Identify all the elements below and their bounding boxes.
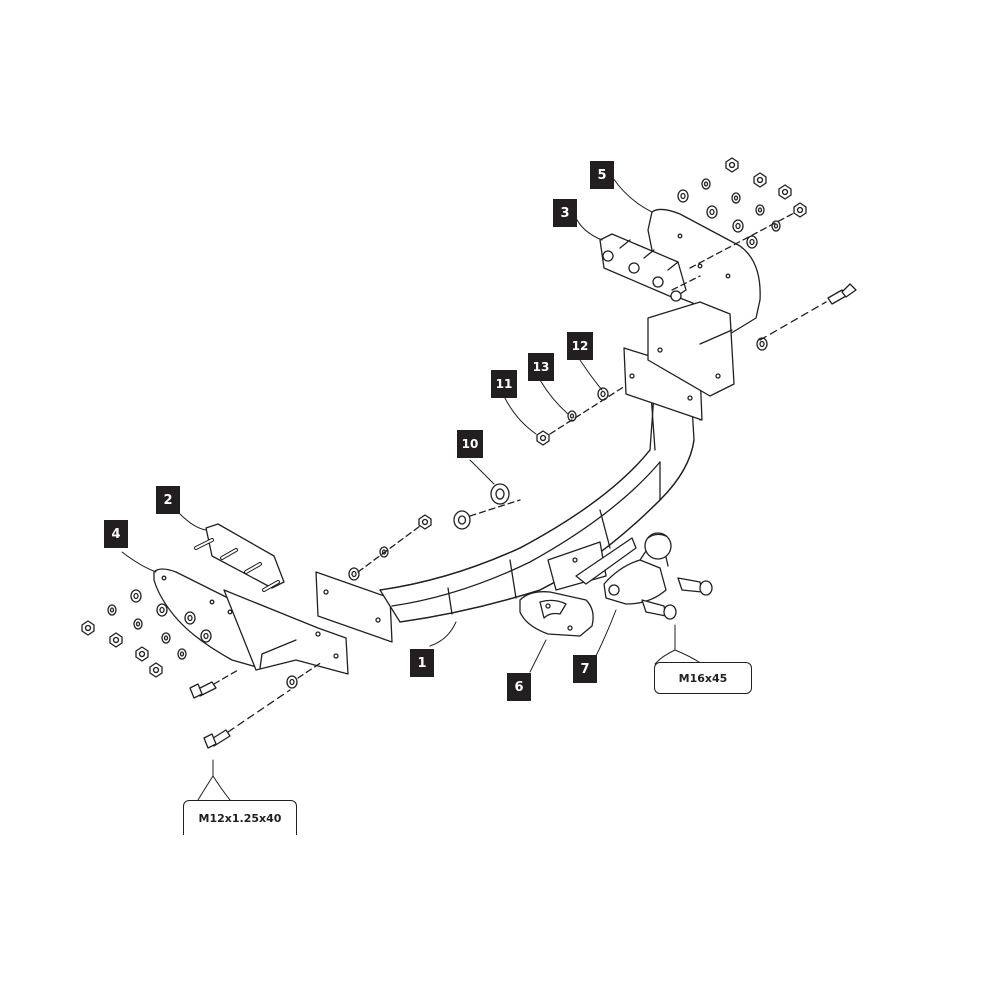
left-stud-plate bbox=[194, 523, 285, 592]
part-label-13: 13 bbox=[528, 353, 554, 381]
bolt bbox=[827, 283, 857, 305]
washer bbox=[706, 205, 718, 219]
nut-10b bbox=[453, 510, 471, 530]
part-label-12: 12 bbox=[567, 332, 593, 360]
washer bbox=[286, 675, 298, 689]
washer bbox=[348, 567, 360, 581]
spring-washer-13 bbox=[567, 410, 577, 422]
washer bbox=[161, 632, 171, 644]
part-label-4: 4 bbox=[104, 520, 128, 548]
spec-callout-m12x1-25x40: M12x1.25x40 bbox=[183, 800, 297, 835]
tow-ball bbox=[603, 532, 713, 620]
part-label-3: 3 bbox=[553, 199, 577, 227]
washer bbox=[732, 219, 744, 233]
middle-fasteners bbox=[348, 385, 626, 581]
nut bbox=[778, 184, 792, 200]
right-fasteners bbox=[671, 157, 857, 351]
washer bbox=[130, 589, 142, 603]
part-label-2: 2 bbox=[156, 486, 180, 514]
nut bbox=[149, 662, 163, 678]
left-bracket bbox=[153, 568, 349, 675]
washer bbox=[677, 189, 689, 203]
bolt bbox=[203, 729, 231, 749]
washer bbox=[756, 337, 768, 351]
bolt bbox=[677, 577, 713, 596]
right-bracket bbox=[647, 208, 761, 397]
leader-lines bbox=[121, 177, 703, 801]
washer bbox=[177, 648, 187, 660]
washer bbox=[771, 220, 781, 232]
part-label-11: 11 bbox=[491, 370, 517, 398]
part-label-7: 7 bbox=[573, 655, 597, 683]
washer bbox=[156, 603, 168, 617]
washer bbox=[731, 192, 741, 204]
washer bbox=[701, 178, 711, 190]
part-label-5: 5 bbox=[590, 161, 614, 189]
spec-callout-m16x45: M16x45 bbox=[654, 662, 752, 694]
bolt bbox=[641, 599, 677, 620]
washer bbox=[133, 618, 143, 630]
flat-washer-12 bbox=[597, 387, 609, 401]
nut bbox=[725, 157, 739, 173]
washer bbox=[200, 629, 212, 643]
nut bbox=[753, 172, 767, 188]
part-label-1: 1 bbox=[410, 649, 434, 677]
washer bbox=[755, 204, 765, 216]
nut-11 bbox=[536, 430, 550, 446]
washer bbox=[184, 611, 196, 625]
washer bbox=[107, 604, 117, 616]
part-label-10: 10 bbox=[457, 430, 483, 458]
left-fasteners bbox=[81, 589, 323, 749]
bolt bbox=[189, 681, 217, 699]
nut-10 bbox=[490, 483, 510, 505]
right-stud-plate bbox=[599, 233, 687, 302]
nut bbox=[109, 632, 123, 648]
nut bbox=[135, 646, 149, 662]
nut bbox=[418, 514, 432, 530]
nut bbox=[81, 620, 95, 636]
socket-plate bbox=[519, 537, 637, 637]
washer bbox=[746, 235, 758, 249]
nut bbox=[793, 202, 807, 218]
part-label-6: 6 bbox=[507, 673, 531, 701]
